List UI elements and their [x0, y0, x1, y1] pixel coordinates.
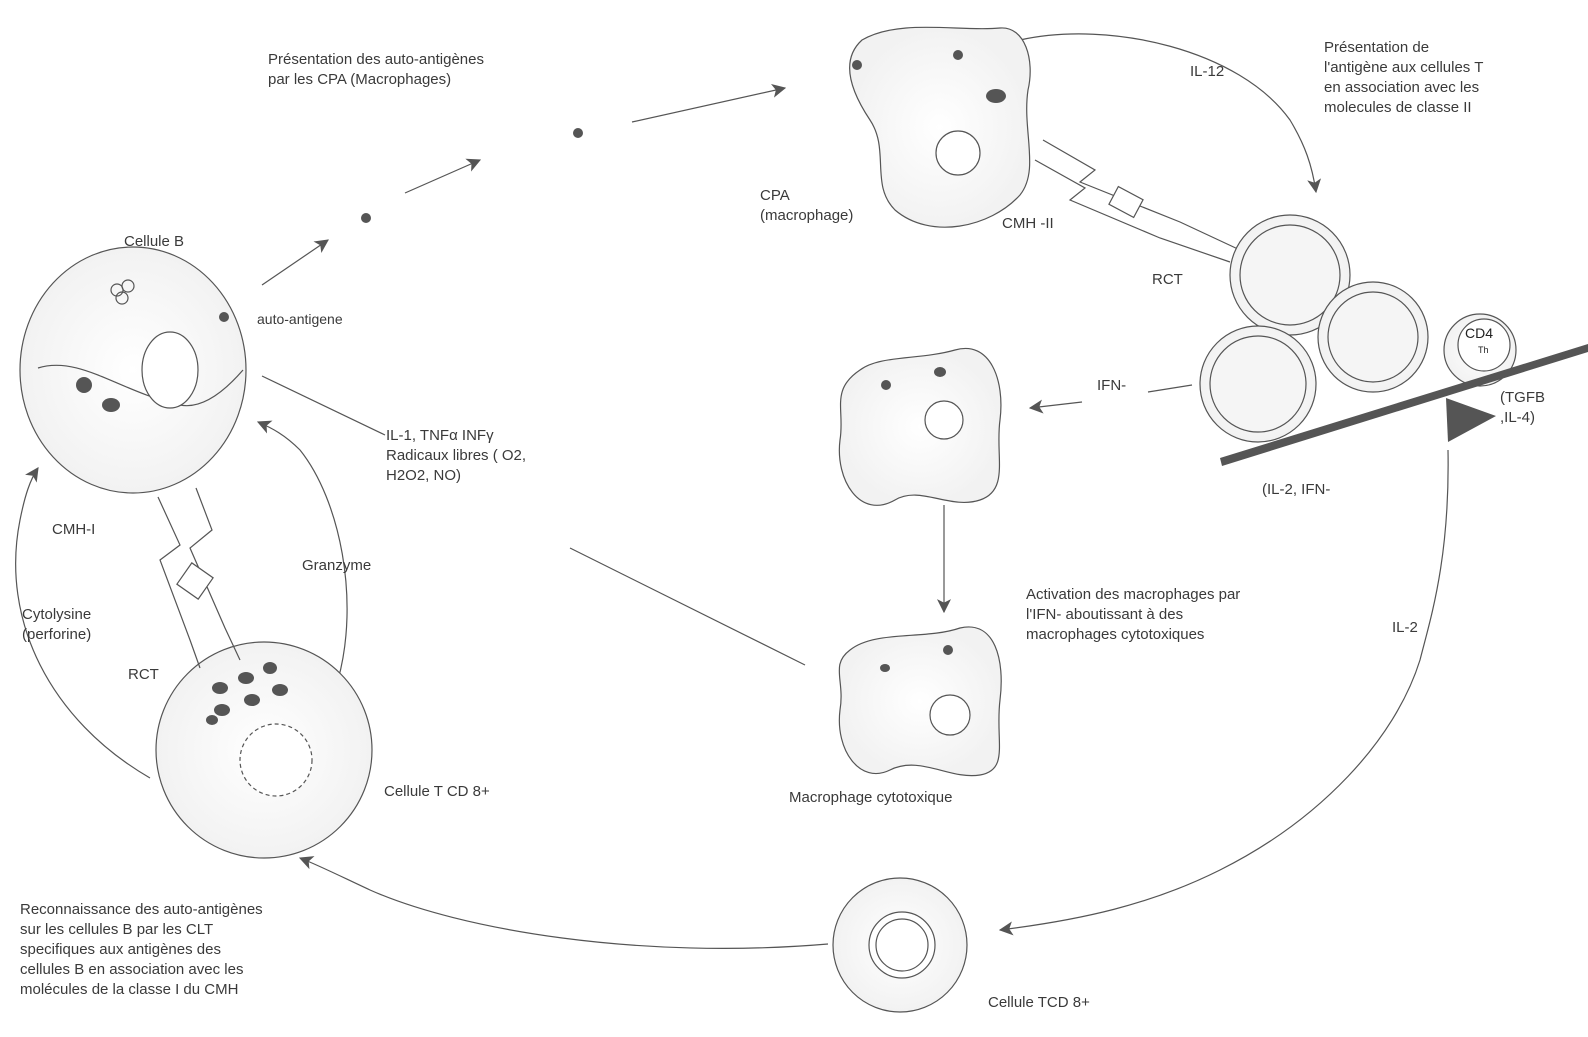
cpa-label: CPA (macrophage) — [760, 186, 853, 226]
cytolysine-label: Cytolysine (perforine) — [22, 605, 91, 645]
cpa-macrophage — [850, 27, 1031, 227]
cytokines-label: IL-1, TNFα INFγ Radicaux libres ( O2, H2… — [386, 426, 526, 486]
cellule-tcd8-left-label: Cellule T CD 8+ — [384, 782, 490, 802]
activation-label: Activation des macrophages par l'IFN- ab… — [1026, 585, 1240, 645]
auto-antigene-label: auto-antigene — [257, 309, 343, 329]
cellule-tcd8-bottom-label: Cellule TCD 8+ — [988, 993, 1090, 1013]
cmh1-label: CMH-I — [52, 520, 95, 540]
cd4-label: CD4 — [1465, 325, 1493, 341]
il2-label: IL-2 — [1392, 618, 1418, 638]
auto-antigen-dot — [852, 60, 862, 70]
cmh2-label: CMH -II — [1002, 214, 1054, 234]
rct-top-label: RCT — [1152, 270, 1183, 290]
ifn-line — [1148, 385, 1192, 392]
auto-antigen-dot — [953, 50, 963, 60]
presentation-t-label: Présentation de l'antigène aux cellules … — [1324, 38, 1483, 118]
t-cd8-nucleus-left — [240, 724, 312, 796]
granzyme-arrow — [258, 422, 347, 680]
cellule-b-label: Cellule B — [124, 232, 184, 252]
tgfb-label: (TGFB ,IL-4) — [1500, 388, 1545, 428]
antigen-path-arrow-3 — [632, 88, 785, 122]
macrophage-cytotoxique — [839, 627, 1001, 776]
macrophage-activated — [839, 348, 1001, 505]
macrophage-cyto-label: Macrophage cytotoxique — [789, 788, 952, 808]
il2-arrow — [1000, 450, 1448, 930]
cytokine-line-macro — [570, 548, 805, 665]
il12-label: IL-12 — [1190, 62, 1224, 82]
rct-left-label: RCT — [128, 665, 159, 685]
granzyme-label: Granzyme — [302, 556, 371, 576]
reconnaissance-label: Reconnaissance des auto-antigènes sur le… — [20, 900, 263, 1000]
auto-antigen-dot — [219, 312, 229, 322]
auto-antigen-dot — [361, 213, 371, 223]
antigen-path-arrow-2 — [405, 160, 480, 193]
il12-arrow — [1020, 34, 1316, 192]
ifn-arrow — [1030, 402, 1082, 408]
auto-antigen-dot — [573, 128, 583, 138]
cd4-sub-label: Th — [1478, 345, 1489, 355]
cd8-recruit-arrow — [300, 858, 828, 948]
ifn-label: IFN- — [1097, 376, 1126, 396]
tgfb-arrow — [1446, 398, 1496, 442]
b-cell-nucleus — [142, 332, 198, 408]
cytokine-line-b — [262, 376, 385, 435]
il2-ifn-label: (IL-2, IFN- — [1262, 480, 1330, 500]
antigen-path-arrow-1 — [262, 240, 328, 285]
presentation-cpa-label: Présentation des auto-antigènes par les … — [268, 50, 484, 90]
